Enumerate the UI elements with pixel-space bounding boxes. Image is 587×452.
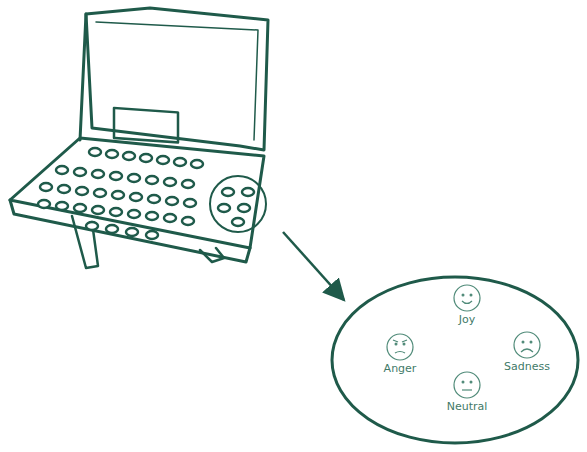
emotion-ellipse: JoyAnger SadnessNeutral bbox=[330, 275, 580, 445]
laptop-foot bbox=[72, 216, 98, 268]
laptop-lid bbox=[86, 8, 268, 150]
emotion-face: Joy bbox=[437, 284, 497, 330]
base-front bbox=[10, 200, 250, 262]
emotion-face: Sadness bbox=[497, 331, 557, 377]
emotion-label: Joy bbox=[437, 314, 497, 326]
lid-edge bbox=[80, 14, 86, 140]
emotion-face: Anger bbox=[370, 333, 430, 379]
smiley-face bbox=[454, 285, 480, 311]
smiley-face bbox=[454, 372, 480, 398]
keyboard-keys bbox=[38, 148, 254, 239]
emotion-face: Neutral bbox=[437, 371, 497, 417]
smiley-face bbox=[387, 334, 413, 360]
small-display bbox=[114, 108, 178, 142]
pointer-arrow bbox=[283, 232, 344, 300]
emotion-label: Neutral bbox=[437, 401, 497, 413]
keypad-ring bbox=[210, 176, 266, 232]
emotion-label: Anger bbox=[370, 363, 430, 375]
laptop-foot bbox=[200, 248, 224, 262]
laptop-base bbox=[10, 138, 264, 248]
smiley-face bbox=[514, 332, 540, 358]
ellipse-outline bbox=[332, 277, 578, 443]
node-outline bbox=[330, 275, 580, 445]
emotion-label: Sadness bbox=[497, 361, 557, 373]
